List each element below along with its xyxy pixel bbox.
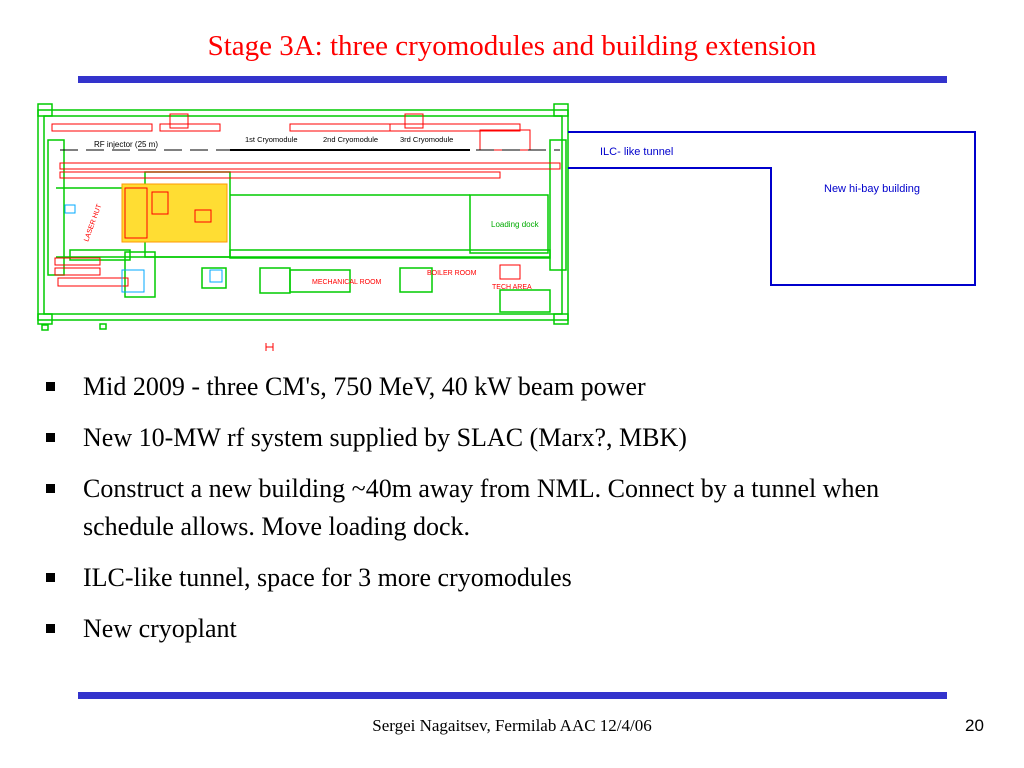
bullet-text: Construct a new building ~40m away from … <box>83 474 880 541</box>
rf-injector-label: RF injector (25 m) <box>94 140 158 149</box>
floor-plan: RF injector (25 m) 1st Cryomodule 2nd Cr… <box>37 103 976 351</box>
bullet-text: New cryoplant <box>83 614 237 643</box>
bullet-marker <box>46 484 55 493</box>
building-walls <box>37 103 569 331</box>
bullet-item: Mid 2009 - three CM's, 750 MeV, 40 kW be… <box>46 368 956 406</box>
bottom-divider <box>78 692 947 699</box>
page-number: 20 <box>965 716 984 735</box>
mechanical-room-label: MECHANICAL ROOM <box>312 279 382 286</box>
bullet-text: ILC-like tunnel, space for 3 more cryomo… <box>83 563 572 592</box>
bullet-item: New 10-MW rf system supplied by SLAC (Ma… <box>46 419 956 457</box>
cryomodule-2-label: 2nd Cryomodule <box>323 135 378 144</box>
bullet-item: ILC-like tunnel, space for 3 more cryomo… <box>46 559 956 597</box>
ilc-tunnel-label: ILC- like tunnel <box>600 146 673 158</box>
bullet-item: Construct a new building ~40m away from … <box>46 470 956 546</box>
hi-bay-label: New hi-bay building <box>824 183 920 195</box>
scale-marker <box>265 343 274 351</box>
top-divider <box>78 76 947 83</box>
bullet-list: Mid 2009 - three CM's, 750 MeV, 40 kW be… <box>46 368 956 661</box>
bullet-text: New 10-MW rf system supplied by SLAC (Ma… <box>83 423 687 452</box>
footer-text: Sergei Nagaitsev, Fermilab AAC 12/4/06 <box>372 716 652 735</box>
bullet-text: Mid 2009 - three CM's, 750 MeV, 40 kW be… <box>83 372 646 401</box>
tech-area-label: TECH AREA <box>492 284 532 291</box>
bullet-marker <box>46 433 55 442</box>
laser-area <box>121 183 228 243</box>
fixtures <box>64 204 223 293</box>
equipment-racks <box>51 113 561 287</box>
loading-dock-label: Loading dock <box>491 220 540 229</box>
boiler-room-label: BOILER ROOM <box>427 270 477 277</box>
cryomodule-1-label: 1st Cryomodule <box>245 135 298 144</box>
bullet-marker <box>46 624 55 633</box>
cryomodule-3-label: 3rd Cryomodule <box>400 135 453 144</box>
slide-title: Stage 3A: three cryomodules and building… <box>207 30 817 62</box>
bullet-marker <box>46 573 55 582</box>
laser-hut-label: LASER HUT <box>83 203 103 243</box>
bullet-item: New cryoplant <box>46 610 956 648</box>
tunnel-and-hi-bay <box>568 131 976 286</box>
bullet-marker <box>46 382 55 391</box>
